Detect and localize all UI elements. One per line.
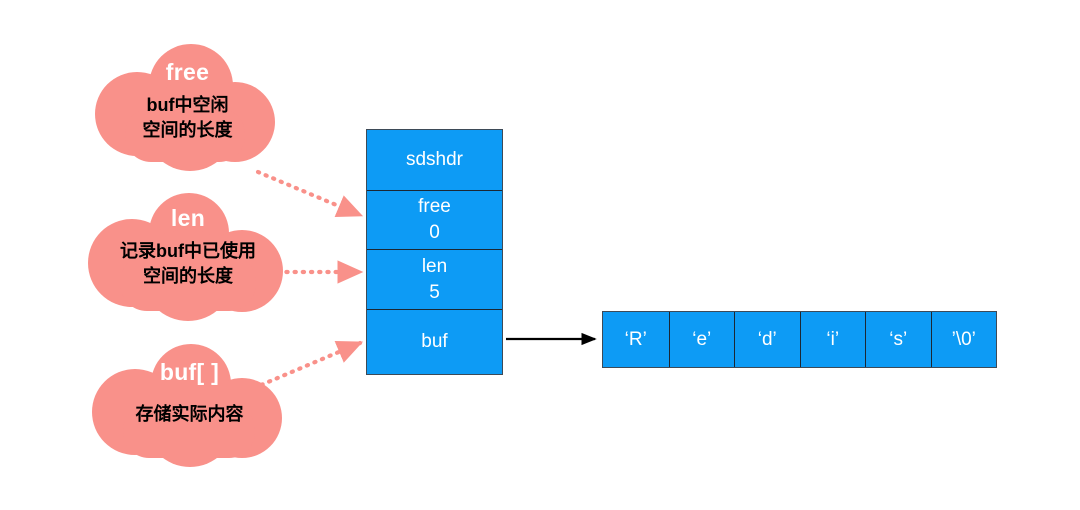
char-cell[interactable]: ‘i’ <box>799 312 865 367</box>
struct-row-free[interactable]: free 0 <box>367 190 502 249</box>
cloud-shape-buf <box>92 344 282 467</box>
cloud-shape-len <box>88 193 283 321</box>
struct-len-label: len <box>421 255 448 277</box>
struct-row-len[interactable]: len 5 <box>367 249 502 309</box>
char-cell[interactable]: ‘s’ <box>865 312 931 367</box>
struct-buf-label: buf <box>421 330 448 352</box>
char-cell[interactable]: ‘e’ <box>668 312 734 367</box>
struct-len-value: 5 <box>429 281 440 303</box>
struct-free-value: 0 <box>429 222 440 243</box>
char-cell[interactable]: ‘d’ <box>734 312 800 367</box>
char-cell[interactable]: ‘R’ <box>603 312 669 367</box>
struct-row-buf[interactable]: buf <box>367 309 502 373</box>
cloud-len[interactable]: len 记录buf中已使用 空间的长度 <box>88 193 288 323</box>
cloud-free[interactable]: free buf中空闲 空间的长度 <box>95 44 280 174</box>
struct-row-header: sdshdr <box>367 130 502 190</box>
cloud-shape-free <box>95 44 275 171</box>
struct-free-label: free <box>418 196 451 217</box>
struct-header-label: sdshdr <box>405 149 464 170</box>
char-array[interactable]: ‘R’ ‘e’ ‘d’ ‘i’ ‘s’ ’\0’ <box>602 311 997 368</box>
sdshdr-struct-box[interactable]: sdshdr free 0 len 5 buf <box>366 129 503 375</box>
char-cell[interactable]: ’\0’ <box>930 312 996 367</box>
cloud-buf[interactable]: buf[ ] 存储实际内容 <box>92 344 287 468</box>
